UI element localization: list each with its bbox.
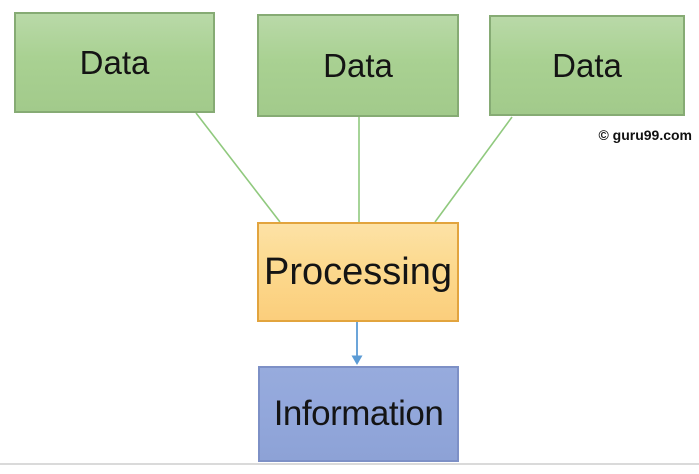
node-data-1: Data bbox=[14, 12, 215, 113]
page-divider bbox=[0, 463, 699, 465]
node-processing-label: Processing bbox=[264, 250, 452, 293]
node-data-3: Data bbox=[489, 15, 685, 116]
node-processing: Processing bbox=[257, 222, 459, 322]
node-data-3-label: Data bbox=[552, 46, 622, 84]
node-data-2-label: Data bbox=[323, 46, 393, 84]
connector-data1-processing bbox=[195, 112, 281, 223]
node-data-2: Data bbox=[257, 14, 459, 117]
node-data-1-label: Data bbox=[79, 43, 150, 81]
connector-data3-processing bbox=[434, 116, 513, 223]
arrowhead-icon bbox=[351, 355, 363, 365]
node-information-label: Information bbox=[273, 394, 444, 433]
node-information: Information bbox=[258, 366, 459, 462]
watermark: © guru99.com bbox=[598, 127, 692, 143]
